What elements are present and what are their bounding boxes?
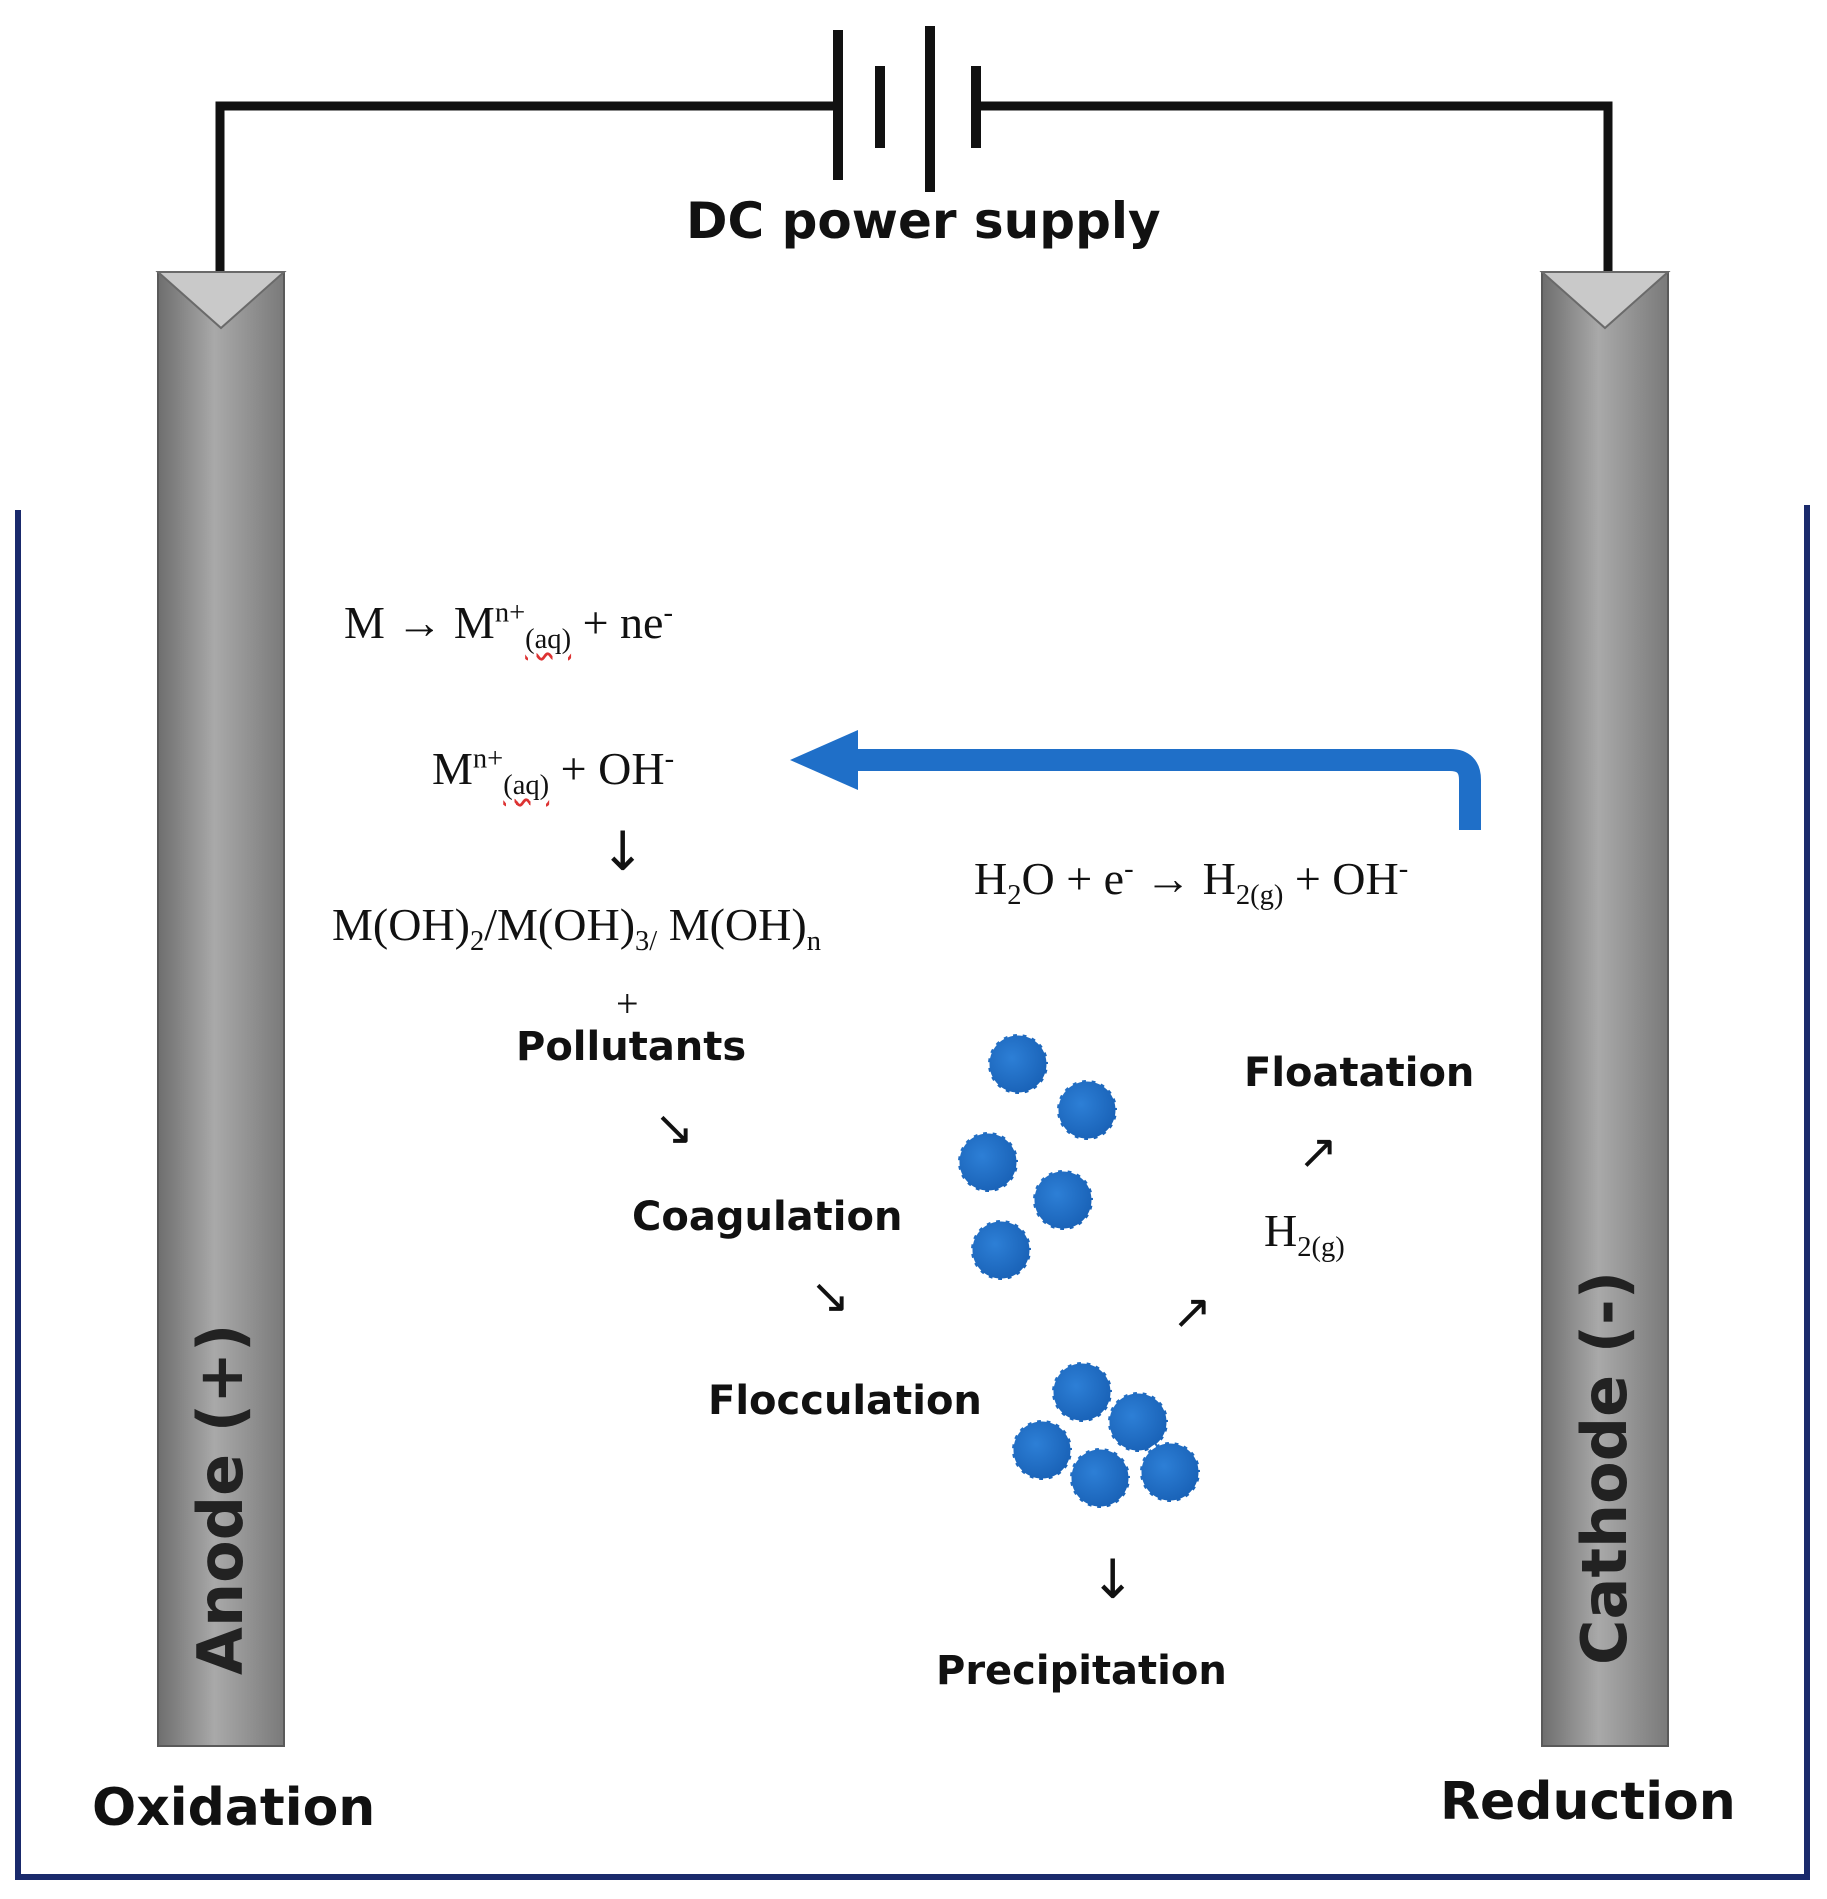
metal-ion: M [453, 597, 495, 648]
oxidation-label: Oxidation [92, 1778, 376, 1838]
precipitation-label: Precipitation [936, 1648, 1227, 1694]
particle [956, 1130, 1020, 1194]
reaction-arrow: → [396, 597, 443, 648]
arrow-to-h2: ↗ [1172, 1284, 1213, 1340]
battery-icon [833, 26, 981, 192]
arrow-to-floatation: ↗ [1298, 1124, 1339, 1180]
floatation-label: Floatation [1244, 1050, 1475, 1096]
particle [1138, 1440, 1202, 1504]
precipitation-arrow: ↓ [1090, 1548, 1136, 1611]
metal-ion: M [432, 743, 473, 794]
cathode-electrode [1539, 271, 1671, 1747]
plus-sign: + [616, 981, 639, 1026]
metal-hydroxides: M(OH)2/M(OH)3/ M(OH)n [332, 899, 821, 958]
h2-gas-label: H2(g) [1264, 1205, 1345, 1264]
aqueous-state: (aq) [525, 624, 572, 656]
cathode-label: Cathode (-) [1568, 1270, 1641, 1665]
cathode-reaction-equation: H2O + e- → H2(g) + OH- [974, 853, 1409, 912]
down-arrow: ↓ [600, 820, 646, 883]
hydroxide-term: + OH [549, 743, 665, 794]
anode-electrode [155, 271, 287, 1747]
hydroxide-combination-equation: Mn+(aq) + OH- [432, 742, 674, 802]
particle [1068, 1446, 1132, 1510]
tank-outline [15, 505, 1810, 1880]
coagulation-particles [956, 1032, 1119, 1282]
power-supply-label: DC power supply [686, 192, 1161, 250]
ion-charge: n+ [472, 743, 504, 775]
coagulation-label: Coagulation [632, 1194, 903, 1240]
ion-charge: n+ [494, 597, 526, 629]
electron-charge: - [663, 597, 673, 629]
particle [1055, 1078, 1119, 1142]
cathode-wire [978, 101, 1613, 278]
flocculation-label: Flocculation [708, 1378, 982, 1424]
arrow-to-coagulation: ↘ [654, 1100, 695, 1156]
particle [969, 1218, 1033, 1282]
particle [1106, 1390, 1170, 1454]
metal-symbol: M [344, 597, 385, 648]
particle [986, 1032, 1050, 1096]
electrons-term: + ne [571, 597, 664, 648]
particle [1050, 1360, 1114, 1424]
aqueous-state: (aq) [503, 770, 550, 802]
pollutants-label: Pollutants [516, 1024, 747, 1070]
return-arrow [790, 730, 1481, 830]
anode-wire [215, 101, 835, 278]
anode-label: Anode (+) [184, 1323, 257, 1675]
particle [1010, 1418, 1074, 1482]
anode-dissolution-equation: M → Mn+(aq) + ne- [344, 596, 673, 656]
reduction-label: Reduction [1440, 1772, 1736, 1832]
arrow-to-flocculation: ↘ [810, 1268, 851, 1324]
particle [1031, 1168, 1095, 1232]
hydroxide-charge: - [664, 743, 675, 775]
flocculation-particles [1010, 1360, 1202, 1510]
